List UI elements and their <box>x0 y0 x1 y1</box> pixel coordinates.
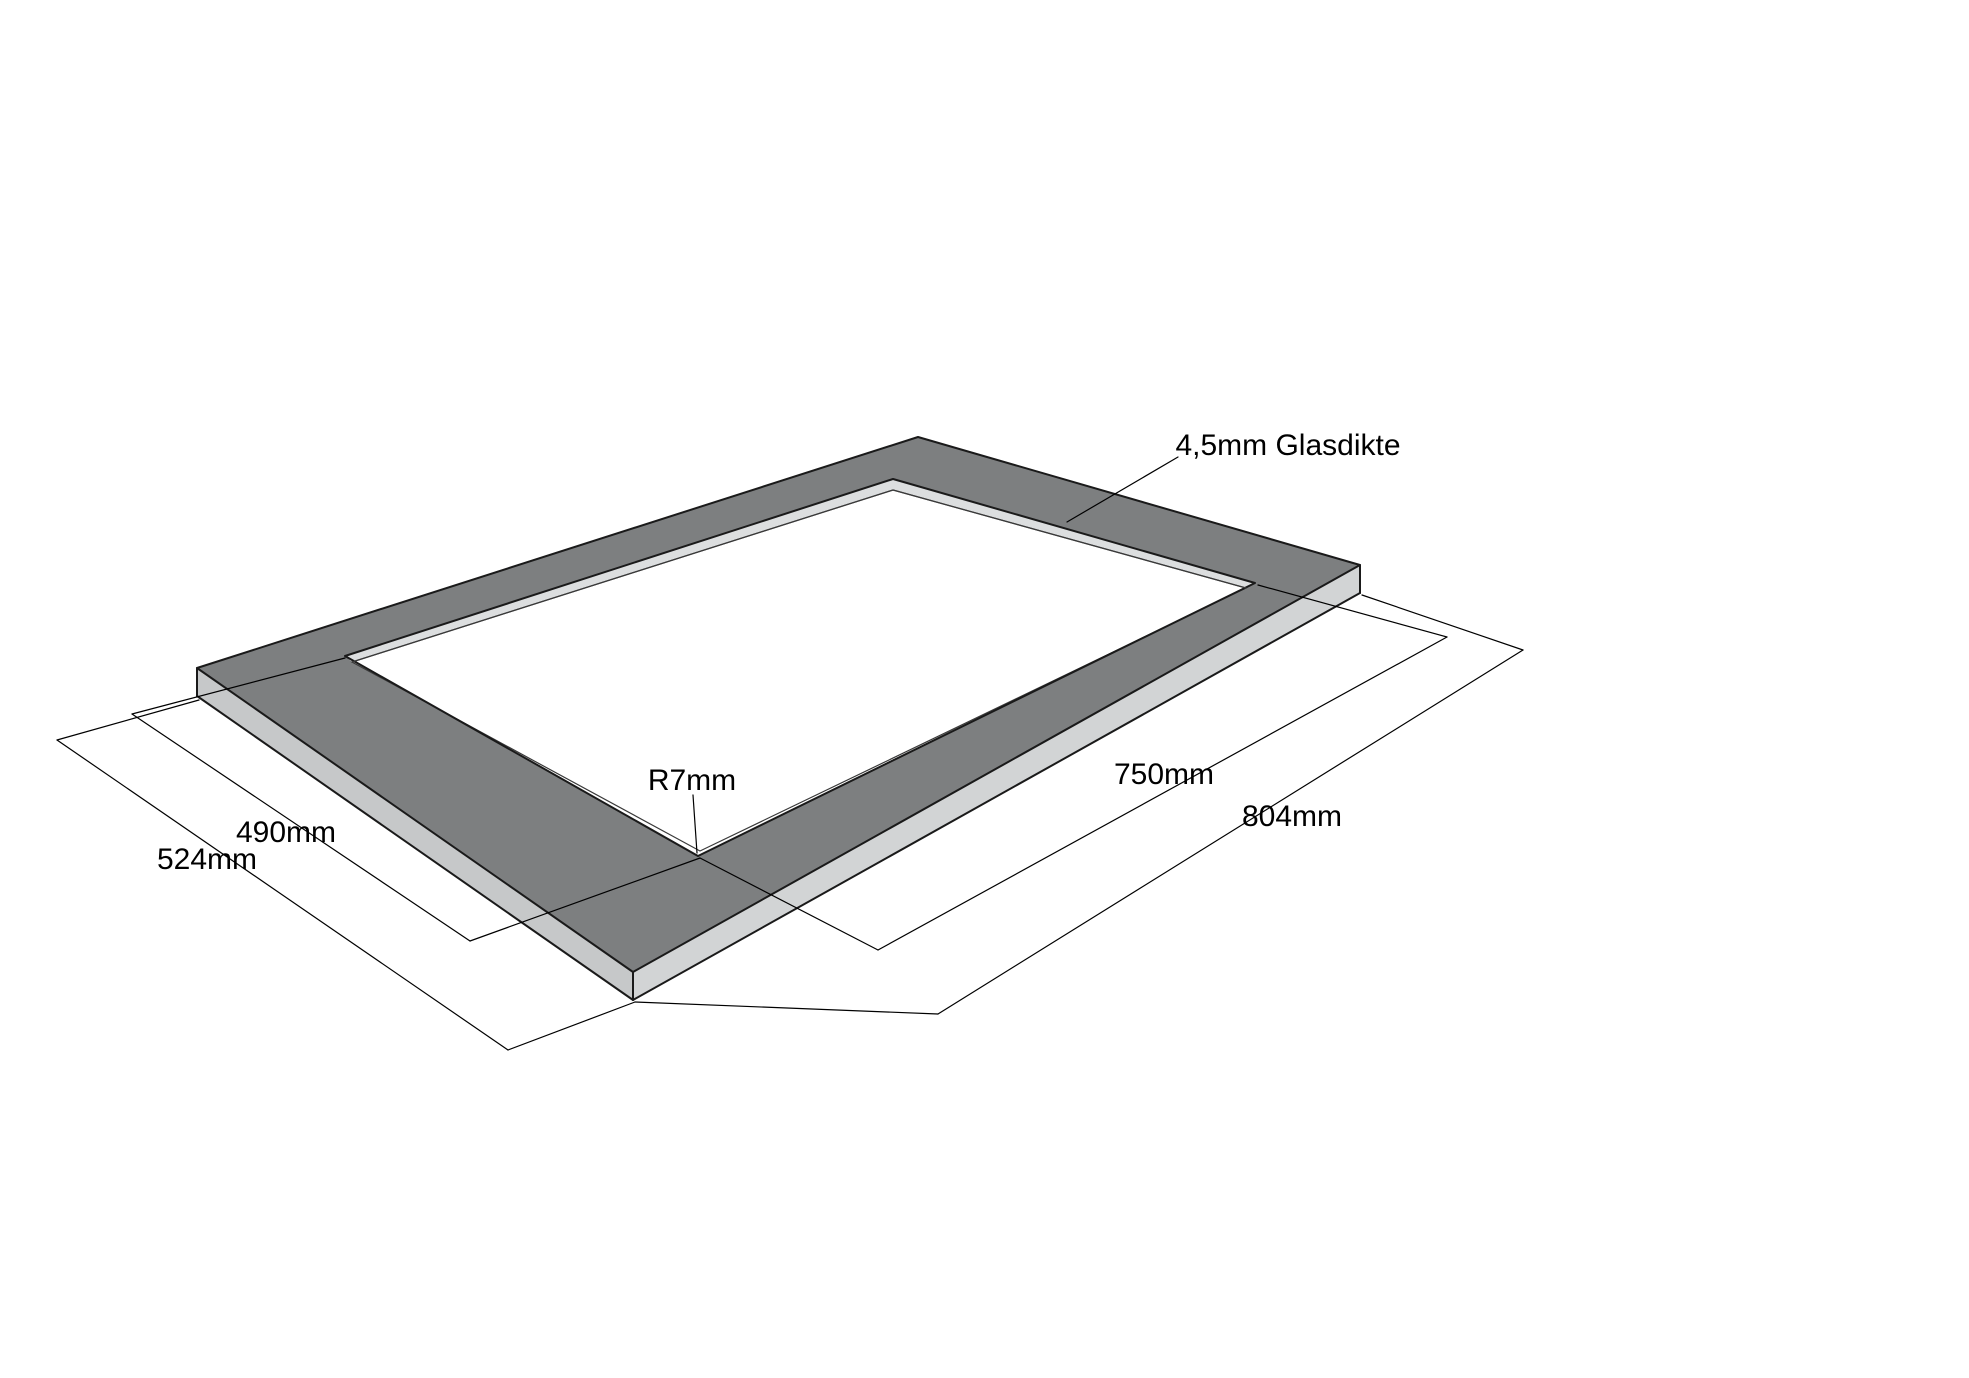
dim-524-extension-a <box>56 699 200 741</box>
inner-opening-outline <box>344 478 1256 857</box>
dim-750-extension-a <box>1257 584 1448 638</box>
dim-804-extension-a <box>1361 594 1524 651</box>
rebate-ledge-right <box>893 479 1255 588</box>
dimension-annotations: 490mm 524mm 750mm 804mm R7mm 4,5mm Glasd… <box>56 429 1524 1051</box>
leader-radius-line <box>692 794 698 854</box>
bottom-edge-right <box>632 592 1361 1001</box>
model-edges <box>196 436 1361 1001</box>
dim-label-outer-width: 524mm <box>157 843 257 876</box>
dim-490-extension-a <box>131 657 346 715</box>
frame-solid <box>197 437 1360 1000</box>
dim-750-line <box>877 636 1448 951</box>
bottom-edge-left <box>196 695 634 1001</box>
frame-side-face-left <box>197 668 633 1000</box>
dim-804-line <box>937 649 1524 1015</box>
frame-top-face <box>197 437 1360 972</box>
dim-490-line <box>131 713 471 942</box>
dim-label-inner-length: 750mm <box>1114 758 1214 791</box>
dim-label-inner-width: 490mm <box>236 816 336 849</box>
leader-glass-thickness-line <box>1066 456 1179 523</box>
dim-524-line <box>56 739 509 1051</box>
dim-label-outer-length: 804mm <box>1242 800 1342 833</box>
dim-804-extension-b <box>634 1001 939 1015</box>
dim-524-extension-b <box>507 1001 636 1051</box>
frame-side-face-right <box>633 565 1360 1000</box>
dim-label-corner-radius: R7mm <box>648 764 736 797</box>
rebate-inner-edge <box>351 489 1247 663</box>
dim-750-extension-b <box>699 857 879 951</box>
rebate-ledge-left <box>345 479 893 662</box>
dim-490-extension-b <box>469 857 701 942</box>
dim-label-glass-thickness: 4,5mm Glasdikte <box>1175 429 1400 462</box>
